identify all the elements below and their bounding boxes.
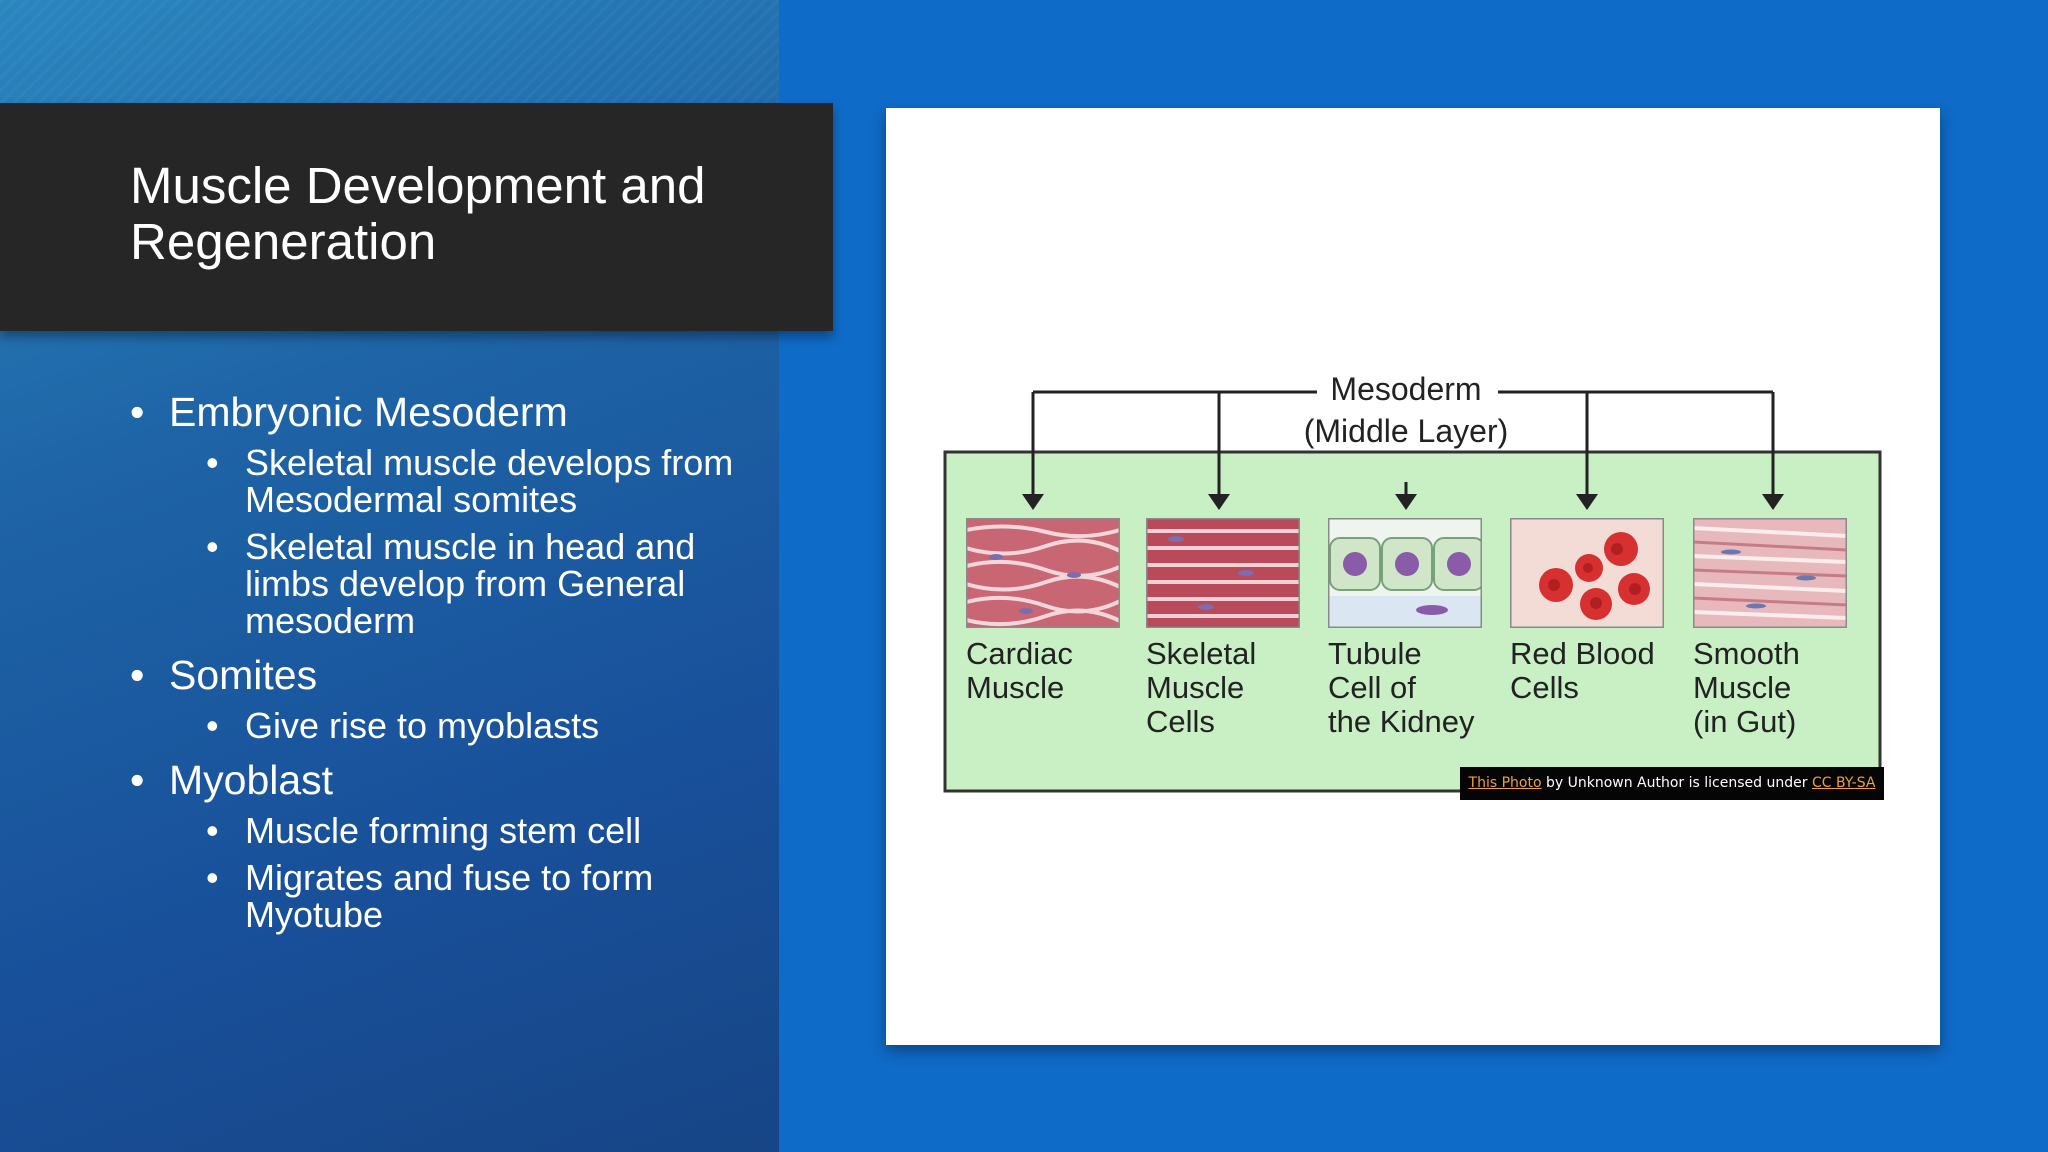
sub-bullet-item: • Skeletal muscle in head and limbs devel…: [130, 528, 770, 639]
sub-bullet-text: Give rise to myoblasts: [245, 705, 600, 746]
title-bar: [0, 103, 833, 331]
cell-label: Skeletal: [1146, 636, 1256, 671]
mesoderm-diagram: Mesoderm (Middle Layer): [943, 371, 1882, 793]
bullet-dot: •: [130, 652, 145, 698]
diagram-root-sublabel: (Middle Layer): [1304, 413, 1509, 449]
diagram-root-label: Mesoderm: [1330, 371, 1481, 407]
bullet-item: • Myoblast: [130, 758, 770, 802]
image-credit: This Photo by Unknown Author is licensed…: [1460, 767, 1884, 800]
connector-lines: [1031, 390, 1775, 498]
credit-text: by Unknown Author is licensed under: [1541, 775, 1812, 791]
bullet-dot: •: [206, 442, 219, 483]
sub-bullet-item: • Migrates and fuse to form Myotube: [130, 859, 770, 933]
cell-label: Cardiac: [966, 636, 1073, 671]
cell-labels: CardiacMuscleSkeletalMuscleCellsTubuleCe…: [966, 636, 1800, 739]
skeletal-muscle-image: [1146, 518, 1300, 628]
bullet-text: Embryonic Mesoderm: [169, 389, 568, 435]
bullet-dot: •: [130, 757, 145, 803]
cell-label: Cell of: [1328, 670, 1416, 705]
arrow-smooth: [1762, 494, 1784, 510]
sub-bullet-text: Migrates and fuse to form Myotube: [245, 857, 654, 935]
slide-title: Muscle Development and Regeneration: [130, 157, 706, 270]
bullet-list: • Embryonic Mesoderm • Skeletal muscle deve…: [130, 390, 770, 933]
bullet-dot: •: [206, 526, 219, 567]
arrow-tubule: [1395, 494, 1417, 510]
image-card: Mesoderm (Middle Layer): [886, 108, 1940, 1045]
arrowheads: [1022, 494, 1784, 510]
cell-label: Cells: [1146, 704, 1215, 739]
bullet-dot: •: [206, 857, 219, 898]
kidney-tubule-image: [1328, 518, 1482, 628]
cell-label: Muscle: [966, 670, 1064, 705]
license-link[interactable]: CC BY-SA: [1811, 775, 1876, 791]
bullet-dot: •: [130, 389, 145, 435]
arrow-cardiac: [1022, 494, 1044, 510]
sub-bullet-text: Skeletal muscle develops from Mesodermal…: [245, 442, 734, 520]
bullet-item: • Somites: [130, 653, 770, 697]
smooth-muscle-image: [1693, 518, 1847, 628]
arrow-skeletal: [1208, 494, 1230, 510]
cell-label: Red Blood: [1510, 636, 1655, 671]
cardiac-muscle-image: [966, 518, 1120, 628]
bullet-item: • Embryonic Mesoderm: [130, 390, 770, 434]
cell-label: Tubule: [1328, 636, 1422, 671]
sub-bullet-text: Muscle forming stem cell: [245, 810, 642, 851]
sub-bullet-item: • Give rise to myoblasts: [130, 707, 770, 744]
cell-label: Muscle: [1693, 670, 1791, 705]
bullet-dot: •: [206, 705, 219, 746]
cell-label: (in Gut): [1693, 704, 1796, 739]
cell-label: the Kidney: [1328, 704, 1475, 739]
bullet-dot: •: [206, 810, 219, 851]
cell-label: Muscle: [1146, 670, 1244, 705]
bullet-text: Myoblast: [169, 757, 334, 803]
photo-link[interactable]: This Photo: [1468, 775, 1542, 791]
sub-bullet-item: • Muscle forming stem cell: [130, 812, 770, 849]
cell-label: Smooth: [1693, 636, 1800, 671]
bullet-text: Somites: [169, 652, 318, 698]
sub-bullet-text: Skeletal muscle in head and limbs develo…: [245, 526, 696, 641]
arrow-blood: [1576, 494, 1598, 510]
red-blood-cells-image: [1510, 518, 1664, 628]
sub-bullet-item: • Skeletal muscle develops from Mesoderma…: [130, 444, 770, 518]
cell-label: Cells: [1510, 670, 1579, 705]
